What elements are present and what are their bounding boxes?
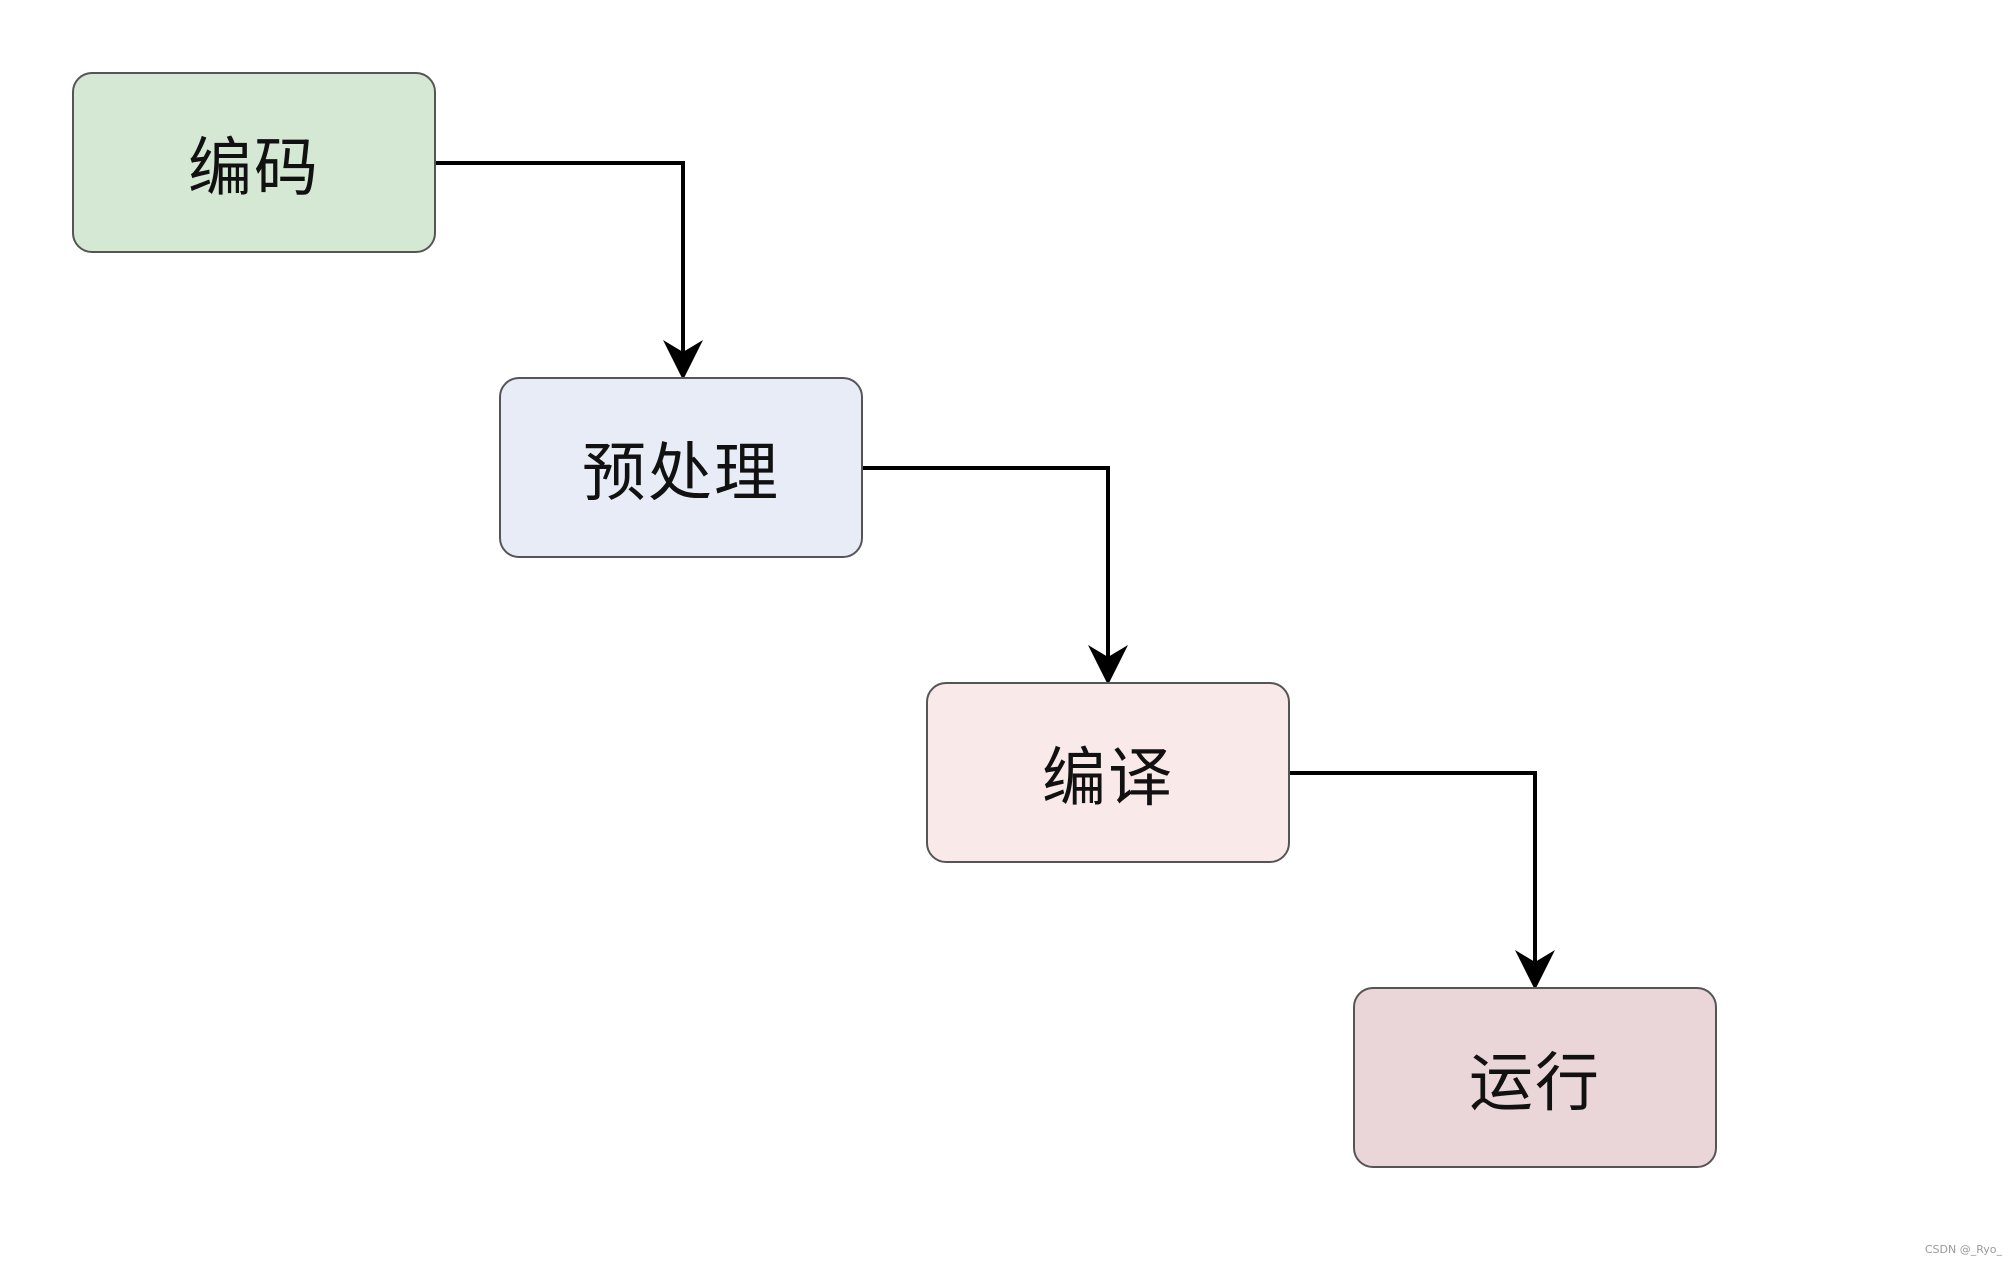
node-compile[interactable]: 编译 (926, 682, 1290, 863)
node-preprocess[interactable]: 预处理 (499, 377, 863, 558)
watermark-text: CSDN @_Ryo_ (1924, 1243, 2002, 1256)
node-encode[interactable]: 编码 (72, 72, 436, 253)
node-compile-label: 编译 (1042, 741, 1174, 816)
arrow-encode-to-preprocess (436, 161, 703, 380)
node-encode-label: 编码 (188, 131, 320, 206)
arrow-compile-to-run (1290, 771, 1555, 990)
node-run[interactable]: 运行 (1353, 987, 1717, 1168)
node-run-label: 运行 (1469, 1046, 1601, 1121)
arrow-preprocess-to-compile (863, 466, 1128, 685)
node-preprocess-label: 预处理 (582, 436, 780, 511)
